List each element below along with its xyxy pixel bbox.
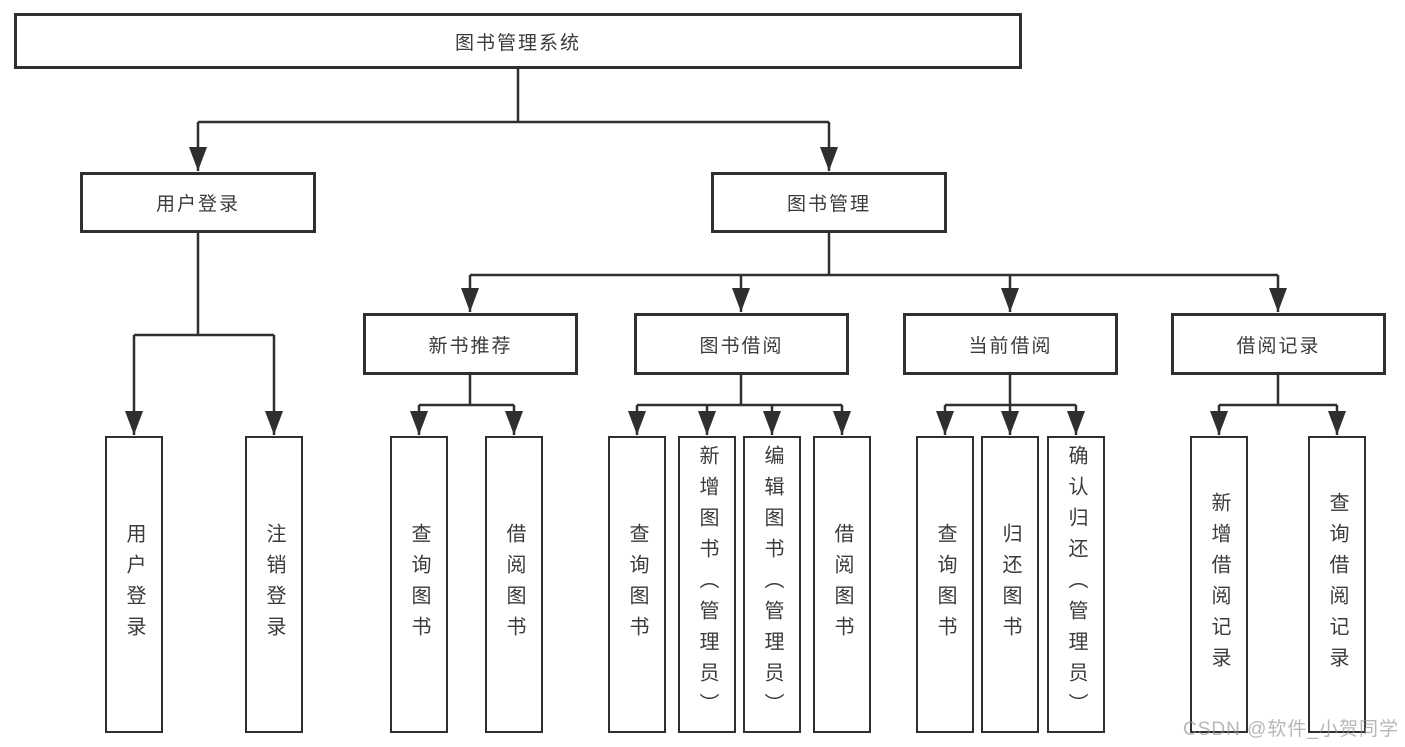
leaf-current-return: 归还图书 — [981, 436, 1039, 733]
leaf-label: 借阅图书 — [831, 522, 853, 647]
leaf-label: 新增借阅记录 — [1208, 491, 1230, 678]
node-book-mgmt: 图书管理 — [711, 172, 947, 233]
node-book-borrowing: 图书借阅 — [634, 313, 849, 375]
leaf-newbooks-query: 查询图书 — [390, 436, 448, 733]
leaf-label: 借阅图书 — [503, 522, 525, 647]
leaf-label: 注销登录 — [263, 522, 285, 647]
leaf-newbooks-borrow: 借阅图书 — [485, 436, 543, 733]
leaf-borrowing-edit: 编辑图书（管理员） — [743, 436, 801, 733]
leaf-label: 查询图书 — [934, 522, 956, 647]
leaf-records-add: 新增借阅记录 — [1190, 436, 1248, 733]
leaf-label: 编辑图书（管理员） — [761, 445, 783, 724]
node-current-borrowing: 当前借阅 — [903, 313, 1118, 375]
leaf-label: 新增图书（管理员） — [696, 445, 718, 724]
leaf-borrowing-borrow: 借阅图书 — [813, 436, 871, 733]
leaf-current-confirm: 确认归还（管理员） — [1047, 436, 1105, 733]
leaf-records-query: 查询借阅记录 — [1308, 436, 1366, 733]
leaf-label: 查询图书 — [626, 522, 648, 647]
leaf-borrowing-add: 新增图书（管理员） — [678, 436, 736, 733]
leaf-label: 用户登录 — [123, 522, 145, 647]
leaf-borrowing-query: 查询图书 — [608, 436, 666, 733]
node-root: 图书管理系统 — [14, 13, 1022, 69]
leaf-label: 查询图书 — [408, 522, 430, 647]
leaf-current-query: 查询图书 — [916, 436, 974, 733]
node-new-books: 新书推荐 — [363, 313, 578, 375]
leaf-user-login: 用户登录 — [105, 436, 163, 733]
leaf-label: 查询借阅记录 — [1326, 491, 1348, 678]
leaf-label: 归还图书 — [999, 522, 1021, 647]
leaf-label: 确认归还（管理员） — [1065, 445, 1087, 724]
leaf-logout: 注销登录 — [245, 436, 303, 733]
node-borrowing-records: 借阅记录 — [1171, 313, 1386, 375]
node-user-login: 用户登录 — [80, 172, 316, 233]
watermark: CSDN @软件_小贺同学 — [1183, 719, 1399, 740]
